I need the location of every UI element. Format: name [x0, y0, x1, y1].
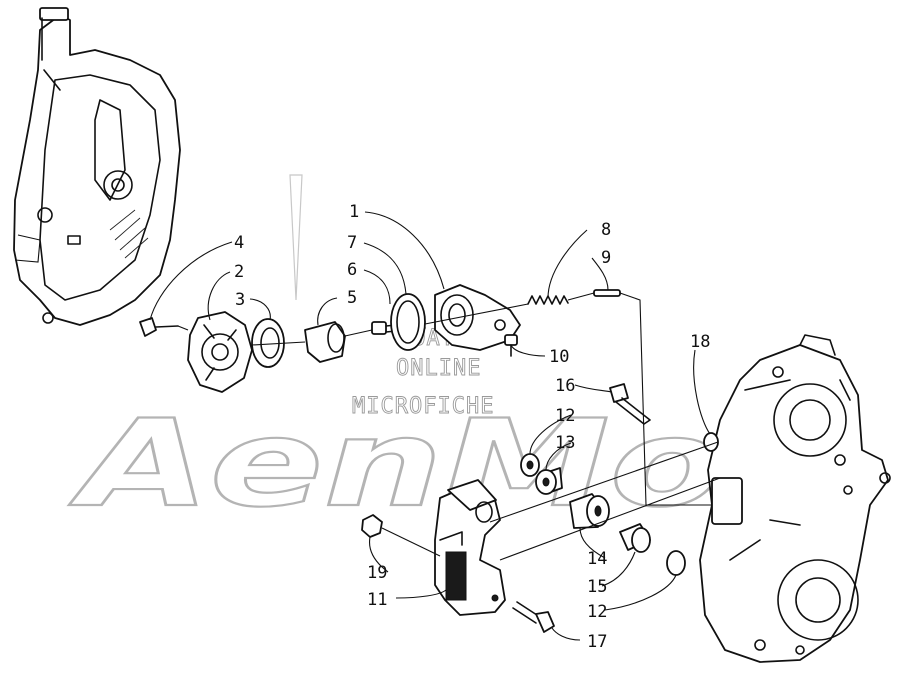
- callout-11: 11: [367, 590, 387, 610]
- part-15-spacer: [619, 523, 651, 553]
- watermark-spire: [289, 174, 303, 301]
- chaincase-cover-left: [13, 7, 181, 326]
- part-14-roller: [569, 493, 610, 529]
- callout-3: 3: [235, 290, 245, 310]
- callout-19: 19: [367, 563, 387, 583]
- part-13-bushing: [535, 467, 563, 495]
- part-12-washer-lower: [666, 550, 686, 576]
- watermark-line3: MICROFICHE: [352, 394, 494, 419]
- callout-14: 14: [587, 549, 607, 569]
- callout-13: 13: [555, 433, 575, 453]
- part-19-nut: [361, 514, 383, 538]
- tensioner-block: [711, 477, 743, 525]
- callout-7: 7: [347, 233, 357, 253]
- cover-tab: [39, 7, 69, 21]
- callout-12-lower: 12: [587, 602, 607, 622]
- callout-10: 10: [549, 347, 569, 367]
- callout-1: 1: [349, 202, 359, 222]
- callout-15: 15: [587, 577, 607, 597]
- part-7-oring: [390, 293, 426, 351]
- part-16-bolt: [609, 383, 651, 425]
- callouts: 1 2 3 4 5 6 7 8 9 10 11 12 12 13 14 15 1…: [234, 202, 710, 652]
- callout-18: 18: [690, 332, 710, 352]
- callout-6: 6: [347, 260, 357, 280]
- part-2-housing: [187, 311, 253, 393]
- callout-5: 5: [347, 288, 357, 308]
- watermark-line2: ONLINE: [396, 356, 481, 381]
- part-11-arm: [434, 479, 506, 616]
- part-12-washer-upper: [520, 453, 540, 477]
- callout-9: 9: [601, 248, 611, 268]
- part-4-screw: [139, 317, 179, 337]
- callout-2: 2: [234, 262, 244, 282]
- callout-8: 8: [601, 220, 611, 240]
- callout-4: 4: [234, 233, 244, 253]
- watermark-logo: AenMoo: [69, 395, 840, 534]
- chaincase-right: [699, 334, 891, 663]
- part-9-pin: [593, 289, 621, 297]
- part-17-bolt: [512, 601, 555, 633]
- callout-12-upper: 12: [555, 406, 575, 426]
- callout-17: 17: [587, 632, 607, 652]
- part-18-washer: [703, 432, 719, 452]
- part-1-bracket: [434, 284, 521, 351]
- callout-16: 16: [555, 376, 575, 396]
- assembly-lines: [177, 292, 721, 561]
- leader-lines: [149, 211, 711, 641]
- part-3-seal: [251, 318, 285, 368]
- part-5-cap: [304, 321, 346, 363]
